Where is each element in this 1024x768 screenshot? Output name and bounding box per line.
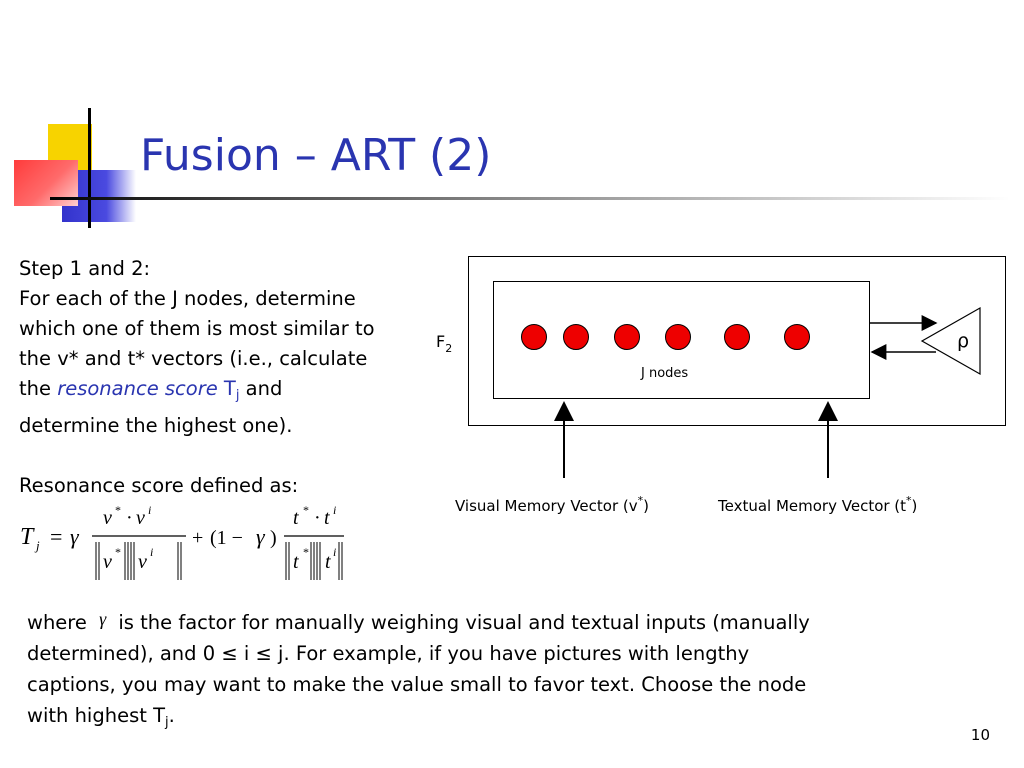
j-node (784, 324, 810, 350)
eq-den1-star: * (115, 545, 121, 559)
resonance-score-term: resonance score (57, 377, 218, 400)
explanation-line-4: with highest Tj. (27, 700, 810, 738)
eq-j: j (34, 538, 40, 553)
eq-num1-star: * (115, 503, 121, 517)
eq-num2-star: * (303, 503, 309, 517)
resonance-equation: T j = γ v * · v i v * v i + (1 − γ ) t *… (20, 503, 344, 580)
resonance-definition-label: Resonance score defined as: (19, 474, 299, 497)
f2-layer-box (493, 281, 870, 399)
j-nodes-label: J nodes (641, 366, 689, 381)
visual-caption-text: Visual Memory Vector (v (455, 497, 638, 515)
diagram-arrows (554, 306, 981, 478)
j-node (521, 324, 547, 350)
gamma-symbol: γ (99, 609, 107, 629)
eq-T: T (20, 524, 35, 550)
explanation-line-2: determined), and 0 ≤ i ≤ j. For example,… (27, 642, 750, 665)
step-line-5: the resonance score Tj and (19, 374, 375, 411)
step-line-6: determine the highest one). (19, 414, 293, 437)
eq-num1-i: i (148, 503, 151, 517)
rho-triangle-icon (920, 306, 981, 376)
f2-label: F2 (436, 332, 452, 355)
eq-den2 (285, 542, 343, 580)
step-line-4: the v* and t* vectors (i.e., calculate (19, 347, 368, 370)
explanation-line-4-text: with highest T (27, 704, 165, 727)
visual-memory-caption: Visual Memory Vector (v*) (455, 494, 649, 515)
eq-num1-v: v (103, 507, 112, 529)
j-node (614, 324, 640, 350)
textual-caption-text: Textual Memory Vector (t (718, 497, 907, 515)
textual-caption-star: * (906, 494, 912, 507)
step-line-1: Step 1 and 2: (19, 257, 151, 280)
j-node (665, 324, 691, 350)
step-line-2: For each of the J nodes, determine (19, 287, 356, 310)
eq-den2-ti: t (325, 551, 331, 573)
resonance-T-subscript: j (235, 388, 240, 403)
visual-caption-star: * (637, 494, 644, 507)
explanation-where: where (27, 611, 87, 634)
eq-plus: + (192, 527, 203, 549)
f2-label-subscript: 2 (445, 342, 453, 355)
f2-label-letter: F (436, 332, 446, 351)
eq-den1-i: i (150, 545, 153, 559)
j-node (563, 324, 589, 350)
resonance-T: T (223, 377, 236, 400)
eq-den2-t: t (293, 551, 299, 573)
step-text-block: Step 1 and 2: For each of the J nodes, d… (19, 254, 375, 501)
textual-memory-caption: Textual Memory Vector (t*) (718, 494, 917, 515)
eq-num2-dot: · (314, 507, 321, 529)
step-line-3: which one of them is most similar to (19, 317, 375, 340)
visual-caption-close: ) (643, 497, 649, 515)
eq-num2-ti: t (324, 507, 330, 529)
page-number: 10 (970, 726, 990, 744)
title-decoration-vertical-line (88, 108, 91, 228)
explanation-line-1: where γ is the factor for manually weigh… (27, 604, 810, 638)
eq-num2-t: t (293, 507, 299, 529)
eq-den2-star: * (303, 545, 309, 559)
eq-den1 (95, 542, 182, 580)
eq-gamma-2: γ (256, 524, 266, 549)
eq-close: ) (270, 527, 277, 549)
explanation-T-subscript: j (165, 715, 169, 730)
rho-label: ρ (957, 330, 970, 352)
eq-num1-dot: · (126, 507, 133, 529)
step-line-5-post: and (239, 377, 283, 400)
eq-one-minus: (1 − (210, 527, 243, 549)
explanation-line-3: captions, you may want to make the value… (27, 673, 807, 696)
explanation-line-1-text: is the factor for manually weighing visu… (118, 611, 810, 634)
eq-den1-vi: v (138, 551, 147, 573)
textual-caption-close: ) (911, 497, 918, 515)
blank-line (19, 441, 375, 471)
explanation-paragraph: where γ is the factor for manually weigh… (27, 604, 810, 738)
title-underline (50, 197, 1010, 200)
step-line-5-pre: the (19, 377, 58, 400)
eq-gamma-1: γ (70, 524, 80, 549)
eq-num1-vi: v (136, 507, 145, 529)
eq-num2-i: i (333, 503, 336, 517)
eq-equals: = (50, 524, 62, 549)
eq-den1-v: v (103, 551, 112, 573)
art-outer-box (468, 256, 1006, 426)
explanation-period: . (168, 704, 175, 727)
slide-title: Fusion – ART (2) (140, 130, 492, 181)
j-node (724, 324, 750, 350)
resonance-symbol: Tj (218, 377, 240, 403)
eq-den2-i: i (333, 545, 336, 559)
